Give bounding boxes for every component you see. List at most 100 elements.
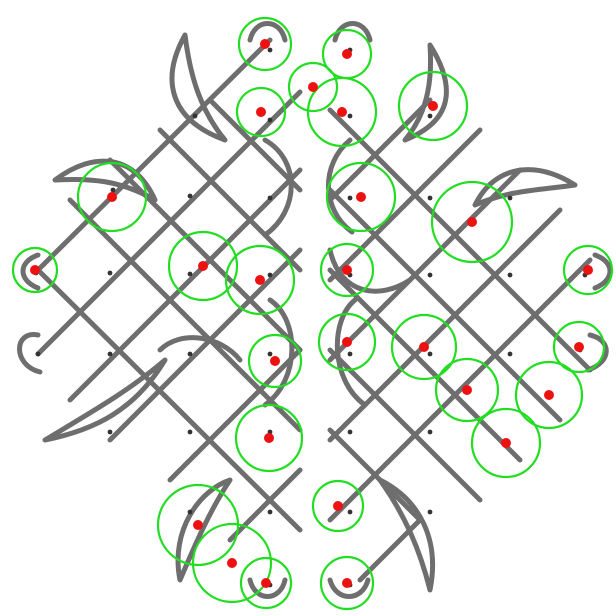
kolam-dot — [187, 429, 193, 435]
petal-curve — [334, 297, 368, 408]
detection-marker — [419, 342, 429, 352]
detection-ring — [430, 180, 514, 264]
detection-marker — [342, 578, 352, 588]
kolam-dot — [347, 429, 353, 435]
kolam-dot — [427, 351, 433, 357]
detection-markers — [30, 39, 593, 588]
kolam-dot — [267, 351, 273, 357]
loop-curve — [327, 577, 371, 599]
kolam-dot — [267, 47, 273, 53]
lattice-line — [327, 267, 523, 463]
kolam-dot — [187, 193, 193, 199]
kolam-dot — [427, 272, 433, 278]
detection-marker — [255, 275, 265, 285]
lattice-line — [157, 127, 303, 273]
lattice-line — [67, 167, 303, 403]
lattice-line — [327, 187, 563, 423]
loop-curve — [247, 577, 288, 599]
kolam-dot — [267, 509, 273, 515]
petal-curve — [262, 137, 294, 238]
kolam-dot — [107, 351, 113, 357]
detection-ring — [514, 360, 584, 430]
detection-ring — [287, 61, 339, 113]
kolam-dot — [347, 351, 353, 357]
lattice-line — [227, 467, 303, 543]
detection-marker — [264, 433, 274, 443]
kolam-dot — [187, 271, 193, 277]
detection-marker — [342, 337, 352, 347]
kolam-dot — [427, 429, 433, 435]
lattice-line — [327, 207, 563, 443]
lattice-line — [327, 97, 433, 203]
kolam-dot — [110, 187, 116, 193]
kolam-dot — [507, 195, 513, 201]
detection-marker — [356, 192, 366, 202]
kolam-dot — [427, 195, 433, 201]
detection-marker — [260, 39, 270, 49]
loop-curve — [17, 332, 43, 375]
kolam-dot — [347, 509, 353, 515]
detection-ring — [191, 522, 273, 604]
kolam-dot — [107, 429, 113, 435]
detection-ring — [319, 242, 375, 298]
detection-marker — [193, 520, 203, 530]
loop-curve — [332, 21, 373, 43]
kolam-dot — [427, 113, 433, 119]
detection-marker — [428, 101, 438, 111]
detection-ring — [76, 161, 148, 233]
detection-marker — [30, 265, 40, 275]
lattice-line — [327, 257, 593, 523]
detection-ring — [224, 244, 296, 316]
petal-curve — [42, 357, 168, 443]
kolam-dot — [35, 351, 41, 357]
detection-marker — [467, 217, 477, 227]
petal-curve — [377, 477, 436, 593]
detection-ring — [311, 479, 365, 533]
detection-ring — [434, 357, 500, 423]
petal-curve — [327, 247, 413, 294]
lattice-line — [167, 347, 303, 483]
detection-marker — [342, 49, 352, 59]
detection-ring — [234, 403, 304, 473]
detection-marker — [107, 192, 117, 202]
detection-ring — [11, 246, 59, 294]
loop-curve — [592, 252, 613, 291]
detection-marker — [308, 82, 318, 92]
detection-marker — [333, 501, 343, 511]
detection-ring — [247, 333, 303, 389]
lattice-line — [327, 347, 483, 503]
detection-ring — [397, 70, 469, 142]
detection-rings — [11, 16, 614, 611]
lattice-line — [107, 247, 303, 443]
kolam-dot — [267, 272, 273, 278]
detection-marker — [198, 261, 208, 271]
detection-marker — [227, 558, 237, 568]
lattice-line — [35, 37, 273, 273]
kolam-dot — [507, 351, 513, 357]
detection-marker — [462, 385, 472, 395]
kolam-dot — [192, 113, 198, 119]
detection-marker — [501, 438, 511, 448]
detection-marker — [544, 390, 554, 400]
detection-ring — [239, 556, 293, 610]
kolam-dots — [33, 47, 588, 588]
lattice-line — [327, 127, 483, 283]
detection-marker — [256, 107, 266, 117]
petal-curve — [326, 137, 355, 235]
detection-ring — [167, 230, 239, 302]
detection-ring — [390, 313, 458, 381]
kolam-dot — [427, 509, 433, 515]
detection-ring — [317, 312, 377, 372]
petal-curve — [472, 167, 578, 208]
loop-curve — [247, 21, 288, 43]
kolam-dot — [347, 195, 353, 201]
detection-marker — [337, 107, 347, 117]
detection-marker — [583, 265, 593, 275]
kolam-dot — [187, 351, 193, 357]
lattice-line — [207, 97, 303, 193]
detection-marker — [342, 265, 352, 275]
petal-curve — [157, 335, 243, 363]
detection-ring — [235, 86, 287, 138]
detection-ring — [325, 161, 397, 233]
